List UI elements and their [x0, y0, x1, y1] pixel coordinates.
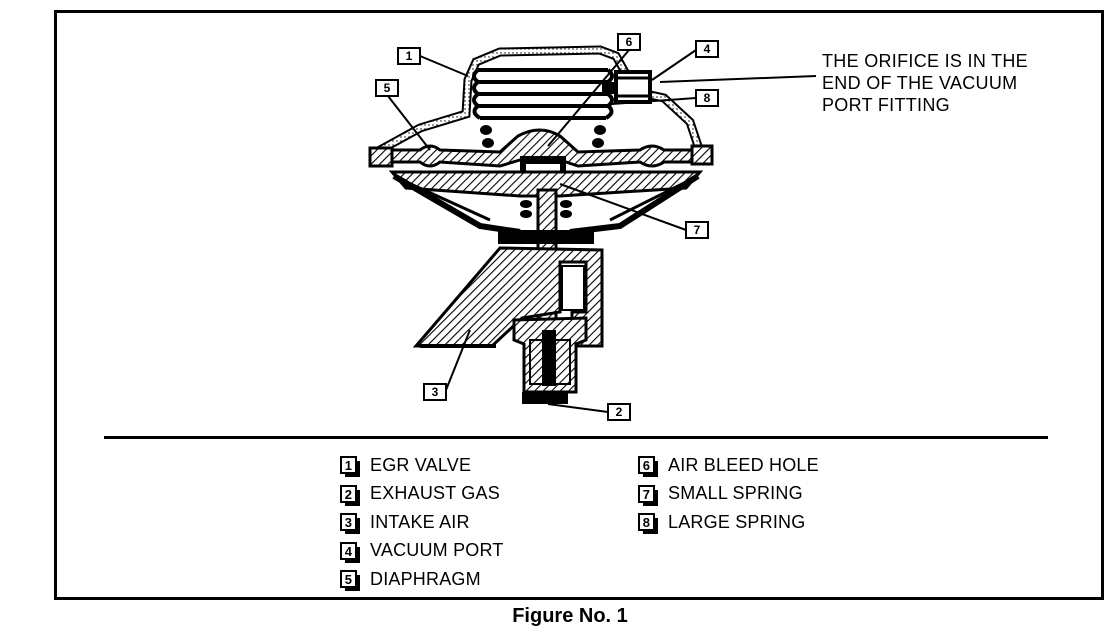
leader-lines — [387, 49, 817, 413]
legend-number-box: 3 — [340, 513, 360, 535]
legend-item: 7 SMALL SPRING — [638, 480, 819, 509]
legend-right: 6 AIR BLEED HOLE 7 SMALL SPRING 8 LARGE … — [638, 451, 819, 537]
legend-label: DIAPHRAGM — [370, 568, 481, 589]
intake-body — [412, 246, 604, 348]
legend-item: 5 DIAPHRAGM — [340, 565, 504, 594]
legend-label: EGR VALVE — [370, 454, 472, 475]
legend-item: 8 LARGE SPRING — [638, 508, 819, 537]
legend-number-box: 6 — [638, 456, 658, 478]
legend-label: SMALL SPRING — [668, 483, 803, 504]
callout-8-label: 8 — [704, 91, 711, 105]
callout-6-label: 6 — [626, 35, 633, 49]
legend-number-box: 1 — [340, 456, 360, 478]
legend-number-box: 2 — [340, 484, 360, 506]
small-spring — [520, 200, 572, 218]
callout-7: 7 — [685, 221, 709, 239]
callout-2-label: 2 — [616, 405, 623, 419]
divider — [104, 436, 1048, 439]
callout-4: 4 — [695, 40, 719, 58]
callout-1: 1 — [397, 47, 421, 65]
note-line-1: THE ORIFICE IS IN THE — [822, 51, 1028, 71]
legend-label: VACUUM PORT — [370, 540, 504, 561]
note-line-3: PORT FITTING — [822, 95, 950, 115]
legend-number-box: 8 — [638, 513, 658, 535]
callout-5-label: 5 — [384, 81, 391, 95]
callout-8: 8 — [695, 89, 719, 107]
diaphragm — [374, 128, 710, 168]
legend-label: EXHAUST GAS — [370, 483, 500, 504]
legend-item: 2 EXHAUST GAS — [340, 480, 504, 509]
callout-5: 5 — [375, 79, 399, 97]
legend-left: 1 EGR VALVE 2 EXHAUST GAS 3 INTAKE AIR 4… — [340, 451, 504, 594]
callout-4-label: 4 — [704, 42, 711, 56]
callout-3: 3 — [423, 383, 447, 401]
legend-item: 3 INTAKE AIR — [340, 508, 504, 537]
legend-item: 4 VACUUM PORT — [340, 537, 504, 566]
legend-number-box: 4 — [340, 541, 360, 563]
note-line-2: END OF THE VACUUM — [822, 73, 1018, 93]
callout-7-label: 7 — [694, 223, 701, 237]
legend-number-box: 7 — [638, 484, 658, 506]
callout-1-label: 1 — [406, 49, 413, 63]
legend-item: 1 EGR VALVE — [340, 451, 504, 480]
callout-6: 6 — [617, 33, 641, 51]
legend-label: AIR BLEED HOLE — [668, 454, 819, 475]
figure-frame — [54, 10, 1104, 600]
legend-item: 6 AIR BLEED HOLE — [638, 451, 819, 480]
legend-label: LARGE SPRING — [668, 511, 806, 532]
legend-label: INTAKE AIR — [370, 511, 470, 532]
figure-caption: Figure No. 1 — [512, 605, 628, 627]
callout-3-label: 3 — [432, 385, 439, 399]
callout-2: 2 — [607, 403, 631, 421]
orifice-note: THE ORIFICE IS IN THE END OF THE VACUUM … — [822, 50, 1028, 116]
legend-number-box: 5 — [340, 570, 360, 592]
